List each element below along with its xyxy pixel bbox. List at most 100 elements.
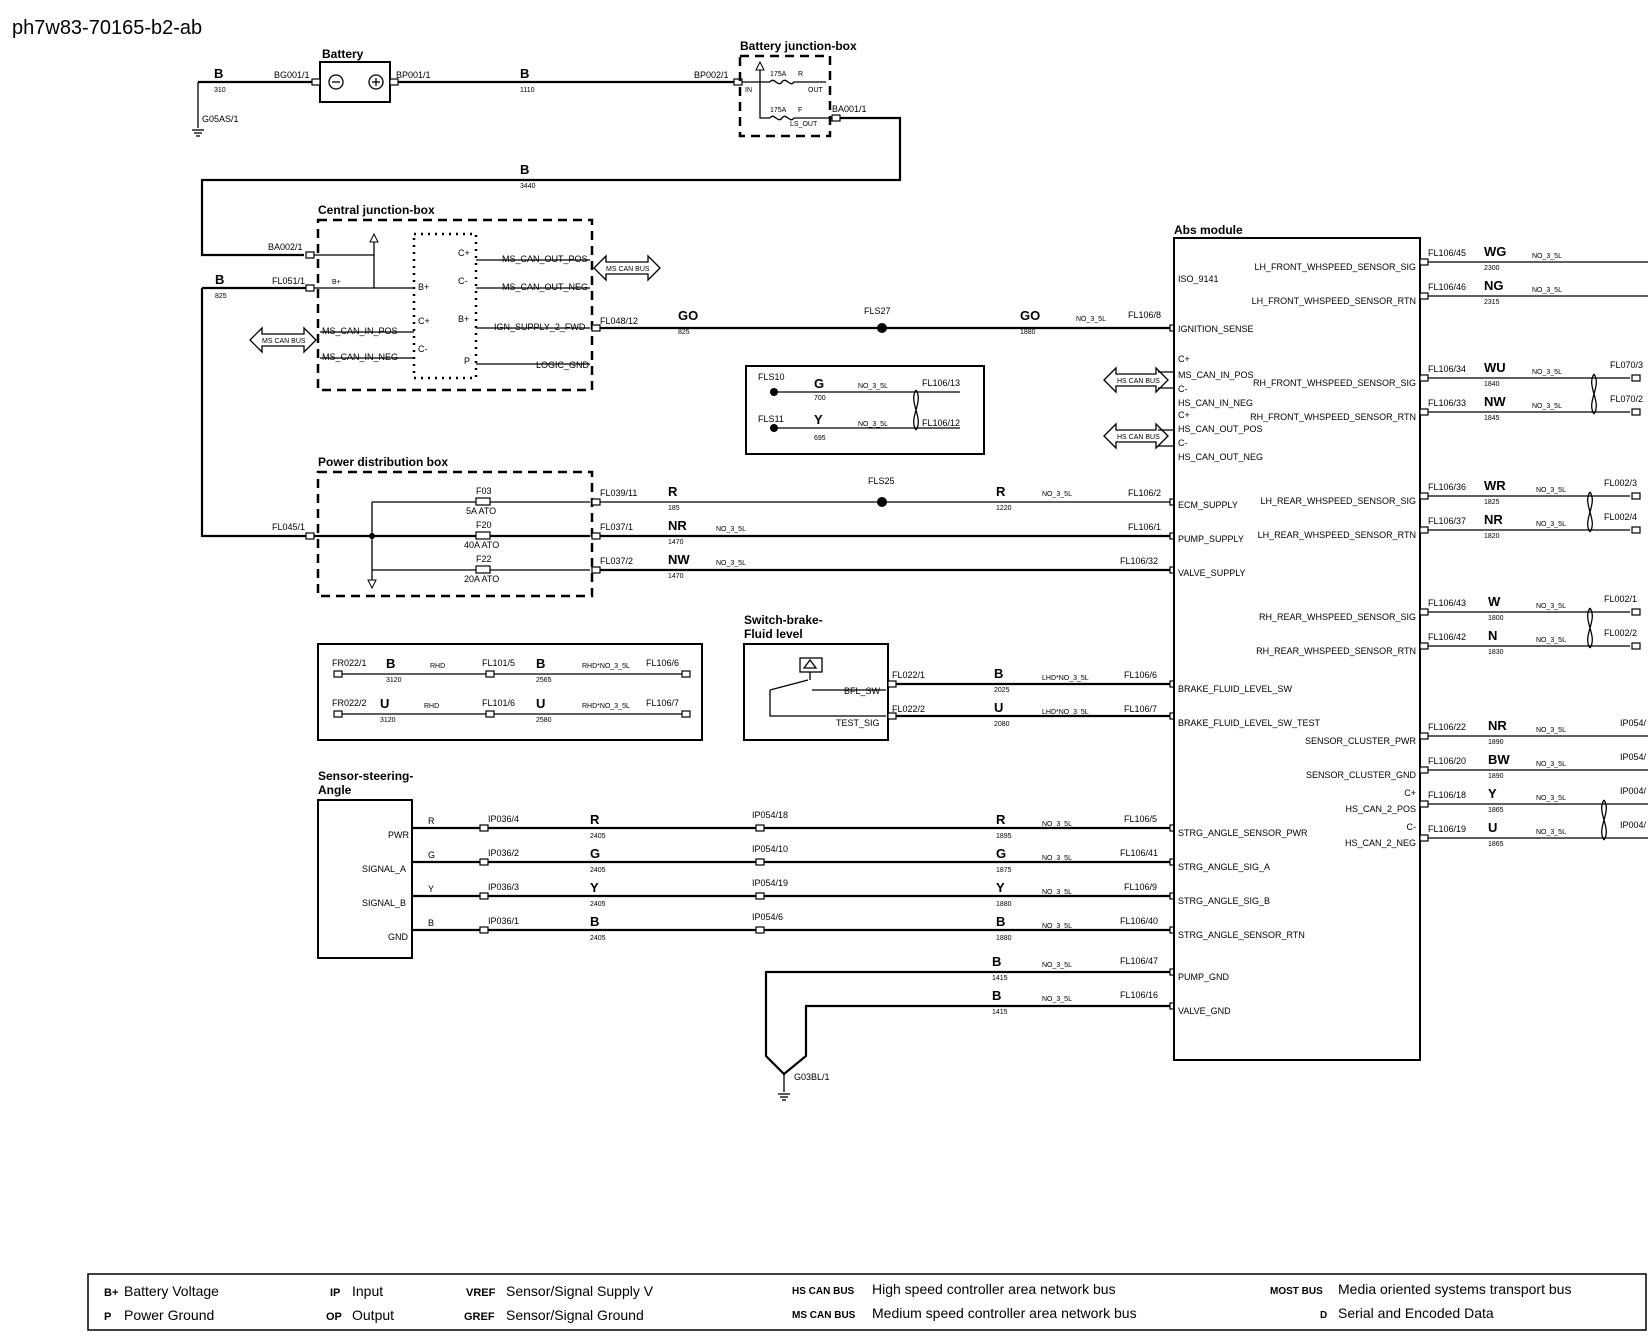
wire-option: NO_3_5L: [1536, 521, 1566, 528]
connector-label: FL106/5: [1124, 814, 1157, 824]
abs-pin: ECM_SUPPLY: [1178, 500, 1238, 510]
connector-label: IP054/: [1620, 718, 1647, 728]
wire-color: B: [215, 272, 224, 287]
circuit-number: 2300: [1484, 265, 1500, 272]
bjb-box: [738, 54, 832, 138]
wire-option: NO_3_5L: [858, 383, 888, 390]
wire-color: BW: [1488, 752, 1510, 767]
wire-option: NO_3_5L: [858, 421, 888, 428]
connector-label: FL106/13: [922, 378, 960, 388]
abs-pin: VALVE_GND: [1178, 1006, 1231, 1016]
wire-option: NO_3_5L: [1536, 829, 1566, 836]
connector-label: FL002/2: [1604, 628, 1637, 638]
wire-color: R: [590, 812, 600, 827]
wire-color: R: [996, 812, 1006, 827]
abs-pin: STRG_ANGLE_SIG_B: [1178, 896, 1270, 906]
abs-pin: ISO_9141: [1178, 274, 1219, 284]
wire-option: NO_3_5L: [1532, 403, 1562, 410]
switch-title: Fluid level: [744, 627, 803, 641]
wire-option: NO_3_5L: [1042, 962, 1072, 969]
connector-label: BP001/1: [396, 70, 431, 80]
connector-label: FL037/1: [600, 522, 633, 532]
connector-label: FL106/2: [1128, 488, 1161, 498]
legend-abbr: P: [104, 1311, 111, 1323]
wire-short-color: G: [428, 850, 435, 860]
bjb-pin: LS_OUT: [790, 121, 818, 128]
circuit-number: 1110: [520, 87, 535, 94]
legend-desc: Serial and Encoded Data: [1338, 1305, 1494, 1321]
legend-desc: Input: [352, 1283, 383, 1299]
abs-pin: STRG_ANGLE_SENSOR_PWR: [1178, 828, 1308, 838]
connector-label: IP004/: [1620, 820, 1647, 830]
connector-label: FL022/1: [892, 670, 925, 680]
circuit-number: 1220: [996, 505, 1012, 512]
legend-desc: High speed controller area network bus: [872, 1281, 1116, 1297]
circuit-number: 1840: [1484, 381, 1500, 388]
wire-option: NO_3_5L: [1042, 821, 1072, 828]
connector-label: FL106/33: [1428, 398, 1466, 408]
circuit-number: 185: [668, 505, 680, 512]
ground-label: G03BL/1: [794, 1072, 830, 1082]
abs-pin: C-: [1178, 438, 1188, 448]
circuit-number: 1880: [996, 901, 1012, 908]
ms-can-bus-arrow: [593, 254, 661, 282]
circuit-number: 2080: [994, 721, 1010, 728]
wire-color: B: [536, 656, 545, 671]
circuit-number: 2315: [1484, 299, 1500, 306]
fuse-id: F20: [476, 520, 492, 530]
abs-pin: HS_CAN_IN_NEG: [1178, 398, 1253, 408]
connector-label: BG001/1: [274, 70, 310, 80]
bjb-pin: IN: [745, 87, 752, 94]
splice-label: FLS27: [864, 306, 891, 316]
abs-pin: RH_REAR_WHSPEED_SENSOR_RTN: [1256, 646, 1416, 656]
wire-option: NO_3_5L: [1532, 369, 1562, 376]
fuse-id: F22: [476, 554, 492, 564]
wire-option: RHD*NO_3_5L: [582, 663, 630, 670]
steering-wire-1: G IP036/2 G 2405 IP054/10 G 1875 NO_3_5L…: [412, 844, 1179, 874]
circuit-number: 1470: [668, 539, 684, 546]
legend-abbr: MOST BUS: [1270, 1286, 1323, 1297]
wire-color: W: [1488, 594, 1501, 609]
circuit-number: 1880: [1020, 329, 1036, 336]
switch-title: Switch-brake-: [744, 613, 823, 627]
circuit-number: 1415: [992, 1009, 1008, 1016]
right-wire-1: FL106/46 NG 2315 NO_3_5L: [1419, 278, 1648, 306]
cjb-pin: MS_CAN_OUT_NEG: [502, 282, 588, 292]
cjb-inner-pin: B+: [418, 282, 429, 292]
connector-label: BA001/1: [832, 104, 867, 114]
legend-abbr: IP: [330, 1287, 340, 1299]
bjb-fuse-rating: 175A: [770, 71, 787, 78]
circuit-number: 3440: [520, 183, 536, 190]
bus-label: HS CAN BUS: [1117, 434, 1160, 441]
wire-color: NR: [1488, 718, 1507, 733]
wire-option: NO_3_5L: [1042, 996, 1072, 1003]
connector-label: IP054/19: [752, 878, 788, 888]
wire-color: B: [214, 66, 223, 81]
wire-color: WG: [1484, 244, 1506, 259]
sensor-pin: SIGNAL_B: [362, 898, 406, 908]
diagram-id: ph7w83-70165-b2-ab: [12, 17, 202, 39]
wire-short-color: R: [428, 816, 435, 826]
connector-label: IP054/18: [752, 810, 788, 820]
connector-label: IP036/2: [488, 848, 519, 858]
legend-desc: Battery Voltage: [124, 1283, 219, 1299]
connector-label: FL106/43: [1428, 598, 1466, 608]
wire-option: RHD: [430, 663, 445, 670]
abs-pin: HS_CAN_OUT_NEG: [1178, 452, 1263, 462]
legend-desc: Medium speed controller area network bus: [872, 1305, 1137, 1321]
cjb-pin: MS_CAN_IN_POS: [322, 326, 398, 336]
legend: B+ Battery Voltage P Power Ground IP Inp…: [104, 1281, 1571, 1323]
wire-option: LHD*NO_3_5L: [1042, 709, 1089, 716]
connector-label: FL106/45: [1428, 248, 1466, 258]
connector-label: FL045/1: [272, 522, 305, 532]
cjb-box: [316, 218, 594, 392]
circuit-number: 2580: [536, 717, 552, 724]
connector-label: FL106/7: [646, 698, 679, 708]
legend-desc: Sensor/Signal Ground: [506, 1307, 644, 1323]
connector-label: IP054/: [1620, 752, 1647, 762]
circuit-number: 2405: [590, 867, 606, 874]
wire-color: GO: [678, 308, 698, 323]
connector-label: FL106/6: [1124, 670, 1157, 680]
abs-pin: MS_CAN_IN_POS: [1178, 370, 1254, 380]
connector-label: FL106/40: [1120, 916, 1158, 926]
